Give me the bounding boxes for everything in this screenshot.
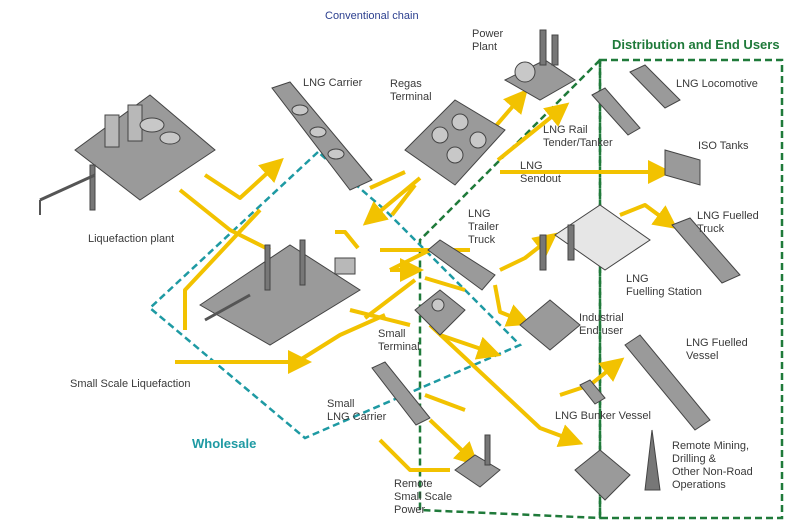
industrial-end-user-illustration (519, 299, 581, 351)
flow-arrow (428, 418, 479, 467)
flow-arrow (390, 183, 417, 217)
small-scale-liquefaction-illustration (199, 239, 361, 346)
lng-bunker-vessel-label: LNG Bunker Vessel (555, 410, 651, 422)
flow-arrow (183, 208, 262, 330)
iso-tanks-label: ISO Tanks (698, 140, 749, 152)
flow-arrow (428, 323, 584, 448)
lng-sendout-label: LNG Sendout (520, 160, 561, 185)
small-scale-liquefaction-label: Small Scale Liquefaction (70, 378, 191, 390)
distribution-region-border (598, 58, 784, 520)
lng-fuelled-truck-illustration (671, 217, 741, 284)
remote-mining-illustration (574, 429, 661, 501)
flow-arrow (378, 438, 450, 472)
lng-fuelled-truck-label: LNG Fuelled Truck (697, 210, 759, 235)
power-plant-label: Power Plant (472, 28, 504, 53)
flow-arrow (389, 248, 431, 272)
iso-tanks-illustration (664, 149, 701, 186)
liquefaction-plant-illustration (39, 94, 216, 215)
flow-arrow (298, 313, 386, 362)
lng-fuelling-station-label: LNG Fuelling Station (626, 273, 702, 298)
regas-terminal-illustration (404, 99, 506, 186)
flow-arrow (619, 203, 678, 230)
small-lng-carrier-label: Small LNG Carrier (327, 398, 387, 423)
flow-arrow (439, 333, 502, 360)
conventional-chain-header: Conventional chain (325, 10, 419, 22)
flow-arrow (362, 176, 422, 226)
distribution-header: Distribution and End Users (612, 37, 780, 52)
lng-fuelling-station-illustration (539, 204, 651, 271)
small-terminal-illustration (414, 289, 466, 336)
flow-arrows (175, 88, 678, 472)
illustrations (39, 29, 741, 501)
lng-locomotive-label: LNG Locomotive (676, 78, 758, 90)
lng-rail-tender-label: LNG Rail Tender/Tanker (543, 124, 613, 149)
remote-mining-label: Remote Mining, Drilling & Other Non-Road… (672, 440, 753, 491)
flow-arrow (178, 188, 271, 252)
lng-carrier-illustration (271, 81, 373, 191)
flow-arrow (369, 170, 406, 190)
lng-locomotive-illustration (629, 64, 681, 109)
small-terminal-label: Small Terminal (378, 328, 420, 353)
lng-fuelled-vessel-illustration (624, 334, 711, 431)
lng-carrier-label: LNG Carrier (303, 77, 363, 89)
remote-small-scale-power-illustration (454, 434, 501, 488)
flow-arrow (424, 276, 466, 292)
lng-trailer-truck-label: LNG Trailer Truck (468, 208, 499, 246)
power-plant-illustration (503, 29, 576, 101)
lng-fuelled-vessel-label: LNG Fuelled Vessel (686, 337, 748, 362)
regas-terminal-label: Regas Terminal (390, 78, 432, 103)
flow-arrow (424, 393, 466, 412)
lng-trailer-truck-illustration (427, 239, 496, 291)
flow-arrow (335, 230, 360, 250)
flow-arrow (496, 102, 570, 162)
wholesale-region-border (148, 150, 523, 440)
industrial-end-user-label: Industrial End user (579, 312, 624, 337)
lng-rail-tender-illustration (591, 87, 641, 136)
liquefaction-plant-label: Liquefaction plant (88, 233, 175, 245)
small-lng-carrier-illustration (371, 361, 431, 426)
flow-arrow (493, 284, 532, 327)
flow-arrow (203, 157, 284, 200)
flow-arrow (363, 278, 417, 320)
distribution-region-border-inner (418, 56, 602, 520)
lng-bunker-vessel-illustration (579, 379, 606, 405)
remote-small-scale-power-label: Remote Small Scale Power (394, 478, 453, 516)
wholesale-header: Wholesale (192, 436, 257, 451)
